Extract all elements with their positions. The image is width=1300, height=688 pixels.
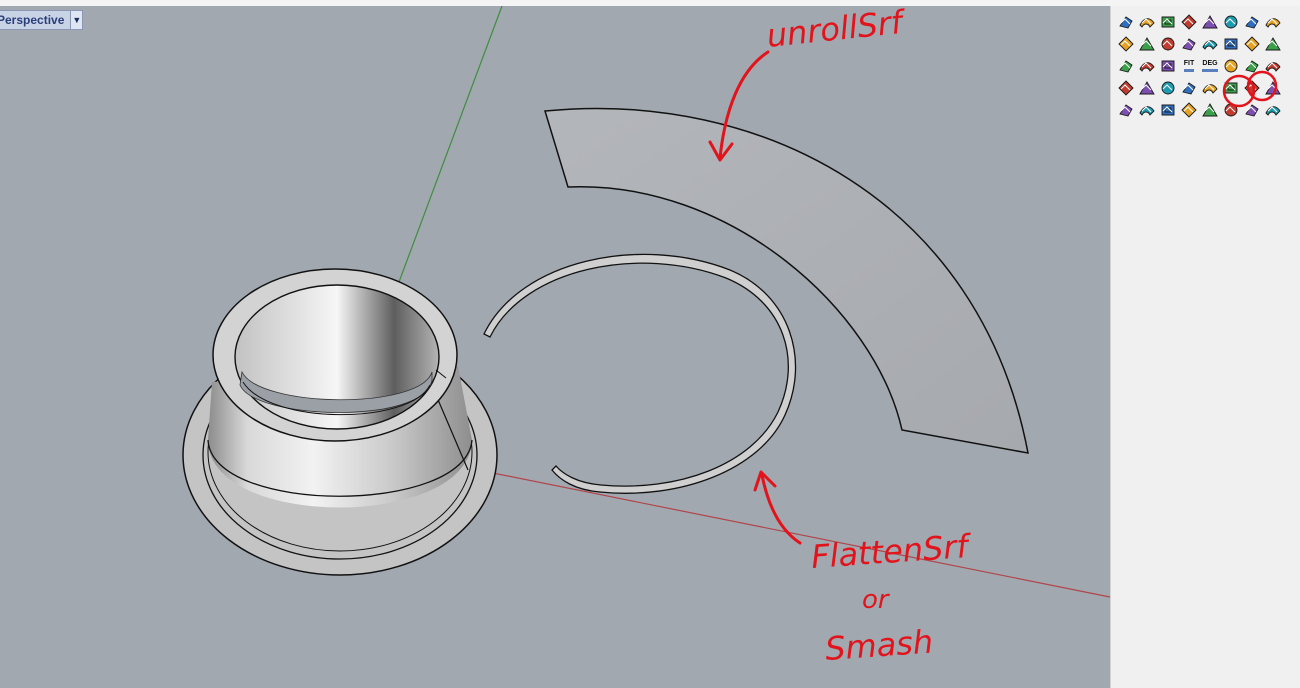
control-points-icon[interactable] xyxy=(1242,56,1262,76)
merge-surface-icon[interactable] xyxy=(1263,12,1283,32)
annotation-unrollsrf: unrollSrf xyxy=(765,6,909,55)
degree-icon-label: DEG xyxy=(1202,60,1218,72)
histogram-icon[interactable] xyxy=(1263,100,1283,120)
shade-icon[interactable] xyxy=(1158,78,1178,98)
arrowhead-unroll xyxy=(708,140,734,162)
extract-isocurve-icon[interactable] xyxy=(1221,100,1241,120)
dimension-icon[interactable] xyxy=(1200,78,1220,98)
annotation-smash: Smash xyxy=(824,623,934,668)
viewport-scene: unrollSrf FlattenSrf or Smash xyxy=(182,6,1110,668)
rebuild-icon[interactable] xyxy=(1158,56,1178,76)
annotation-arrow-flatten xyxy=(760,473,802,545)
toolbar-row xyxy=(1116,100,1284,122)
annotation-flattensrf: FlattenSrf xyxy=(810,527,974,576)
extend-surface-icon[interactable] xyxy=(1221,12,1241,32)
toolbar-row xyxy=(1116,34,1284,56)
point-grid-icon[interactable] xyxy=(1137,78,1157,98)
patch-icon[interactable] xyxy=(1221,34,1241,54)
flange-3d-object[interactable] xyxy=(182,268,498,576)
explode-icon[interactable] xyxy=(1116,78,1136,98)
fillet-surface-icon[interactable] xyxy=(1158,12,1178,32)
rail-revolve-icon[interactable] xyxy=(1137,34,1157,54)
cylinder-icon[interactable] xyxy=(1179,78,1199,98)
draft-angle-icon[interactable] xyxy=(1179,100,1199,120)
tool-panel: FIT DEG xyxy=(1110,6,1300,688)
unroll-srf-icon[interactable] xyxy=(1221,78,1241,98)
loft-icon[interactable] xyxy=(1116,56,1136,76)
change-degree-icon[interactable] xyxy=(1221,56,1241,76)
variable-fillet-icon[interactable] xyxy=(1200,12,1220,32)
offset-surface-icon[interactable] xyxy=(1137,12,1157,32)
flattened-ring[interactable] xyxy=(483,253,797,494)
toolbar-row: FIT DEG xyxy=(1116,56,1284,78)
degree-icon[interactable]: DEG xyxy=(1200,56,1220,76)
network-surface-icon[interactable] xyxy=(1200,34,1220,54)
contour-icon[interactable] xyxy=(1242,100,1262,120)
surface-tools-toolbar: FIT DEG xyxy=(1116,12,1284,122)
blend-surface-icon[interactable] xyxy=(1116,12,1136,32)
zebra-icon[interactable] xyxy=(1158,100,1178,120)
annotation-or: or xyxy=(862,585,891,615)
edit-points-icon[interactable] xyxy=(1137,56,1157,76)
smash-icon[interactable] xyxy=(1263,78,1283,98)
viewport-name-label[interactable]: Perspective xyxy=(0,13,65,27)
match-surface-icon[interactable] xyxy=(1242,12,1262,32)
shrink-trim-icon[interactable] xyxy=(1263,34,1283,54)
viewport-title-tab[interactable]: Perspective ▼ xyxy=(0,10,84,30)
curvature-analysis-icon[interactable] xyxy=(1137,100,1157,120)
uvn-icon[interactable] xyxy=(1263,56,1283,76)
annotation-arrow-unroll xyxy=(718,50,770,160)
flatten-srf-icon[interactable] xyxy=(1242,78,1262,98)
map-icon[interactable] xyxy=(1116,100,1136,120)
unrolled-surface[interactable] xyxy=(544,107,1029,454)
toolbar-row xyxy=(1116,12,1284,34)
arrowhead-flatten xyxy=(753,470,777,492)
arc-surface-icon[interactable] xyxy=(1242,34,1262,54)
connect-surface-icon[interactable] xyxy=(1116,34,1136,54)
viewport-dropdown-icon[interactable]: ▼ xyxy=(70,11,83,29)
perspective-viewport[interactable]: unrollSrf FlattenSrf or Smash Perspectiv… xyxy=(0,6,1110,688)
toolbar-row xyxy=(1116,78,1284,100)
window-top-strip xyxy=(0,0,1300,6)
fit-icon-label: FIT xyxy=(1183,60,1195,72)
sweep-one-rail-icon[interactable] xyxy=(1158,34,1178,54)
fit-icon[interactable]: FIT xyxy=(1179,56,1199,76)
chamfer-surface-icon[interactable] xyxy=(1179,12,1199,32)
sweep-two-rail-icon[interactable] xyxy=(1179,34,1199,54)
curve-from-surface-icon[interactable] xyxy=(1200,100,1220,120)
